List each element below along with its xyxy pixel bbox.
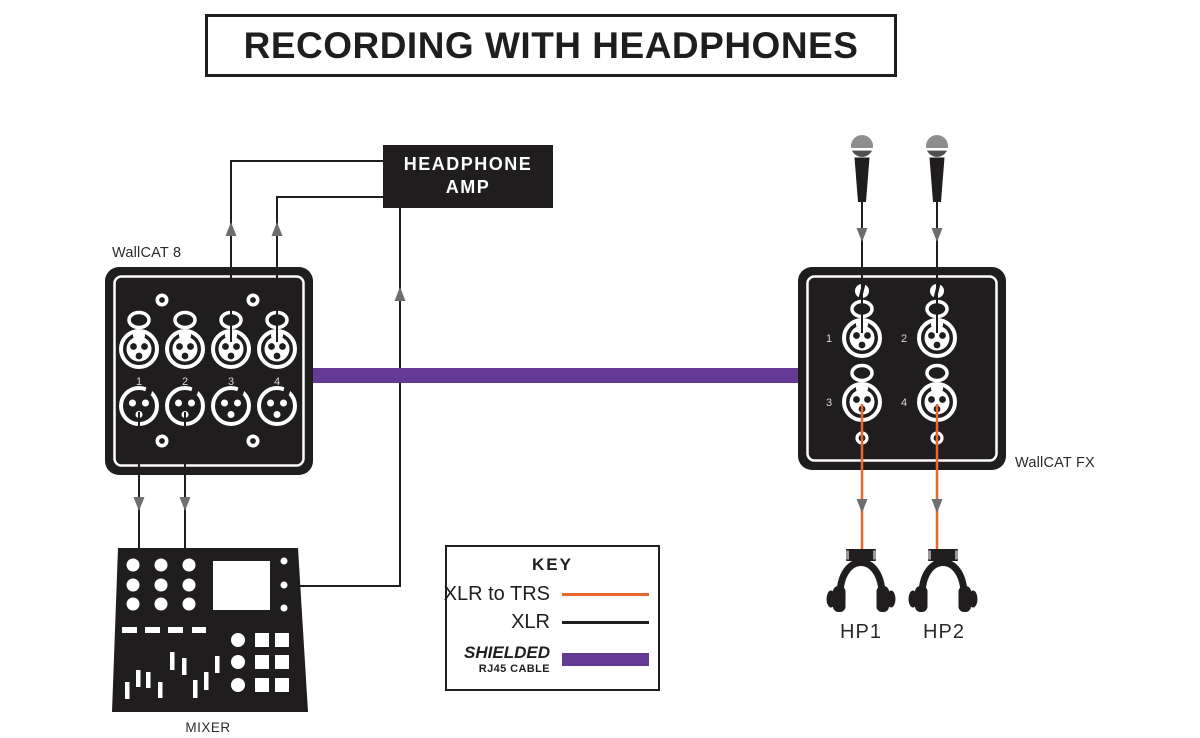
key-label-shielded-rj45: SHIELDED RJ45 CABLE [464, 643, 550, 675]
headphone-amp-box: HEADPHONE AMP [383, 145, 553, 208]
mixer-button-row [122, 627, 206, 633]
xlr-swatch [562, 620, 649, 624]
microphone-2 [926, 135, 948, 202]
key-row-xlr: XLR [447, 609, 658, 635]
xlr-to-trs-swatch [562, 592, 649, 596]
port-label: 4 [901, 397, 907, 409]
port-label: 1 [136, 376, 142, 388]
port-label: 3 [228, 376, 234, 388]
page-title: RECORDING WITH HEADPHONES [243, 24, 859, 66]
wallcatfx-faceplate [798, 267, 1006, 470]
mixer-transport-knobs [231, 633, 245, 692]
wallcatfx-inner-border [806, 275, 998, 462]
cable-xlr-amp-to-wallcat8-3 [230, 160, 383, 342]
key-label-xlr-to-trs: XLR to TRS [443, 582, 550, 605]
diagram-title-box: RECORDING WITH HEADPHONES [205, 14, 897, 77]
headphone-amp-label-line2: AMP [445, 177, 491, 197]
wallcat8-label: WallCAT 8 [112, 245, 182, 261]
mixer-screen [213, 561, 270, 610]
key-label-rj45-cable: RJ45 CABLE [478, 663, 550, 675]
headphone-amp-label-line1: HEADPHONE [403, 154, 533, 175]
arrow-down-icon [856, 499, 868, 513]
arrow-up-icon [394, 287, 406, 301]
mixer-knobs [126, 558, 196, 611]
port-label: 3 [826, 397, 832, 409]
port-label: 4 [274, 376, 280, 388]
arrow-up-icon [271, 222, 283, 236]
arrow-down-icon [133, 497, 145, 511]
wallcat8-plate: 1 2 3 4 [105, 267, 313, 475]
hp1-label: HP1 [840, 621, 882, 643]
wallcatfx-plate: 1 2 3 4 [798, 267, 1006, 470]
shielded-rj45-cable [308, 368, 802, 383]
mixer-faders [125, 652, 220, 699]
mixer-label: MIXER [185, 720, 231, 735]
mixer-pad-buttons [255, 633, 289, 692]
headphone-1 [827, 549, 896, 612]
screw-icon [246, 434, 260, 448]
shielded-rj45-swatch [562, 652, 649, 666]
arrow-down-icon [856, 228, 868, 242]
screw-icon [155, 434, 169, 448]
arrow-up-icon [225, 222, 237, 236]
microphone-1 [851, 135, 873, 202]
key-row-xlr-to-trs: XLR to TRS [443, 581, 658, 607]
screw-icon [246, 293, 260, 307]
key-box: KEY XLR to TRS XLR SHIELDED RJ45 CABLE [443, 545, 660, 691]
screw-icon [155, 293, 169, 307]
key-label-shielded: SHIELDED [464, 643, 550, 662]
wallcat8-inner-border [113, 275, 305, 467]
arrow-down-icon [179, 497, 191, 511]
port-label: 2 [182, 376, 188, 388]
port-label: 1 [826, 333, 832, 345]
cable-xlr-amp-to-wallcat8-4 [276, 196, 383, 342]
wallcatfx-label: WallCAT FX [1015, 455, 1095, 471]
arrow-down-icon [931, 499, 943, 513]
key-label-xlr: XLR [511, 610, 550, 633]
arrow-down-icon [931, 228, 943, 242]
hp2-label: HP2 [923, 621, 965, 643]
signal-flow-arrows [133, 222, 943, 513]
key-row-shielded-rj45: SHIELDED RJ45 CABLE [447, 639, 658, 679]
port-label: 2 [901, 333, 907, 345]
mixer-device [112, 548, 308, 712]
mixer-side-leds [280, 557, 288, 612]
key-title: KEY [532, 555, 573, 574]
cable-xlr-mixer-to-amp [298, 208, 401, 587]
wallcat8-faceplate [105, 267, 313, 475]
headphone-2 [909, 549, 978, 612]
